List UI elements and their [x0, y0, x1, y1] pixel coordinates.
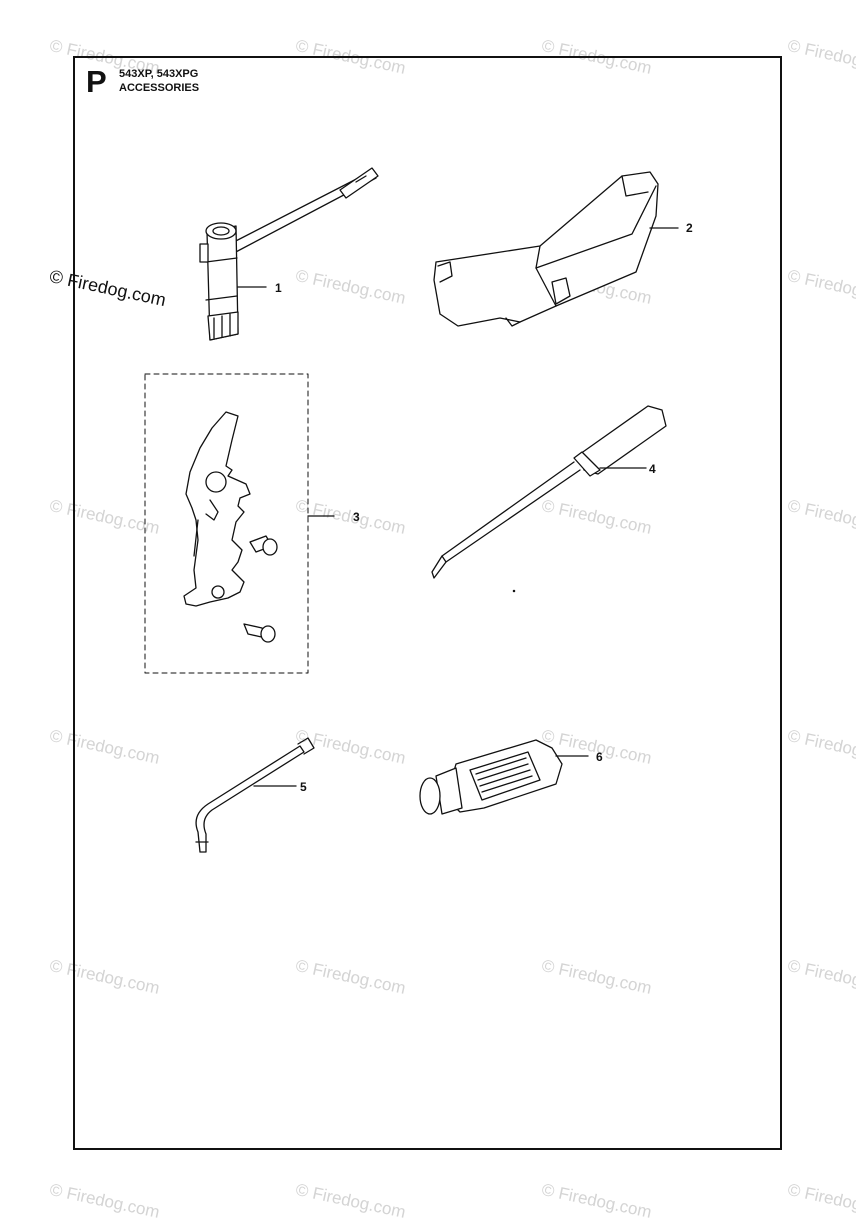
callout-6: 6: [596, 750, 603, 764]
diagram-title: ACCESSORIES: [119, 81, 200, 94]
grease-tube-icon[interactable]: [419, 739, 563, 815]
callout-4: 4: [649, 462, 656, 476]
felling-lever-kit-icon[interactable]: [183, 411, 278, 643]
speck: [512, 589, 516, 593]
screwdriver-icon[interactable]: [431, 405, 667, 579]
kit-group-box: [144, 373, 309, 674]
diagram-frame: [73, 56, 782, 1150]
diagram-header: 543XP, 543XPG ACCESSORIES: [119, 68, 199, 96]
bar-guard-icon[interactable]: [433, 171, 659, 327]
section-letter: P: [86, 64, 107, 99]
callout-1: 1: [275, 281, 282, 295]
callout-3: 3: [353, 510, 360, 524]
torx-key-icon[interactable]: [195, 737, 315, 853]
model-number: 543XP, 543XPG: [119, 68, 199, 80]
callout-5: 5: [300, 780, 307, 794]
callout-2: 2: [686, 221, 693, 235]
combination-spanner-icon[interactable]: [199, 167, 379, 341]
